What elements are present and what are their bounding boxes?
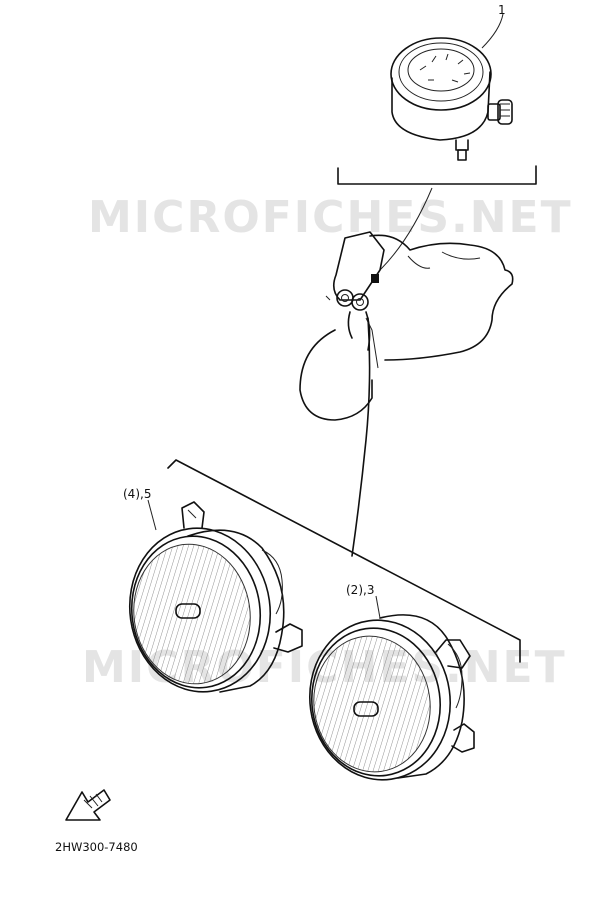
headlight-left bbox=[128, 499, 303, 693]
callout-right-headlight: (2),3 bbox=[346, 583, 374, 597]
watermark-top: MICROFICHES.NET bbox=[88, 192, 573, 243]
callout-meter: 1 bbox=[498, 3, 506, 17]
wiring-cable bbox=[351, 317, 371, 557]
front-direction-arrow-icon bbox=[65, 789, 111, 821]
callout-left-headlight: (4),5 bbox=[123, 487, 151, 501]
meter-pointer-line bbox=[379, 187, 433, 271]
motorcycle-front-outline bbox=[299, 231, 514, 421]
diagram-code: 2HW300-7480 bbox=[55, 840, 138, 854]
headlight-right bbox=[308, 595, 475, 781]
meter-group-bracket bbox=[337, 165, 537, 185]
meter-assembly bbox=[390, 13, 513, 161]
headlight-group-bracket bbox=[167, 459, 521, 663]
